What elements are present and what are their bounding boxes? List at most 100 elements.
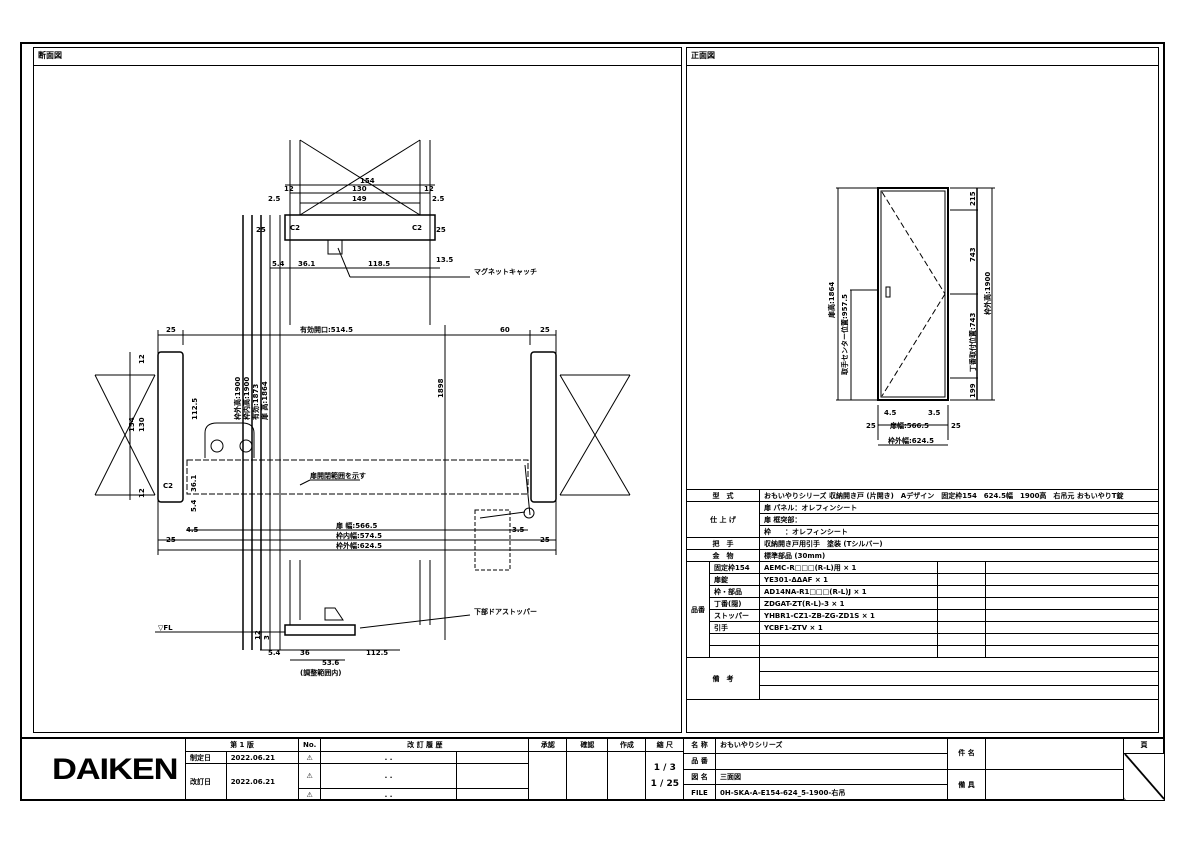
dim-112-5: 112.5	[191, 398, 199, 420]
dim-12a: 12	[284, 185, 294, 193]
dim-25: 25	[540, 536, 550, 544]
dim-door-height: 扉高:1864	[827, 282, 836, 319]
finish-label: 仕 上 げ	[686, 501, 760, 538]
parts-label: 品番	[686, 561, 710, 658]
dim-36-1: 36.1	[298, 260, 315, 268]
dim-130: 130	[138, 417, 146, 432]
door-stopper-label: 下部ドアストッパー	[474, 607, 537, 616]
part-name: 枠・部品	[709, 585, 760, 598]
part-name: 扉錠	[709, 573, 760, 586]
part-name: 引手	[709, 621, 760, 634]
dim-36-1: 36.1	[190, 475, 198, 492]
dim-215: 215	[969, 191, 977, 206]
dim-outer-height: 枠外高:1900	[233, 377, 242, 420]
history-entry: . .	[320, 763, 457, 789]
dim-25-left: 25	[166, 326, 176, 334]
dim-130: 130	[352, 185, 367, 193]
adjust-range-label: (調整範囲内)	[300, 668, 341, 677]
plan-section	[94, 330, 631, 571]
check-label: 確認	[566, 737, 609, 752]
panel-note: 扉開閉範囲を示す	[309, 471, 366, 480]
revision-icon: ⚠	[297, 763, 322, 789]
model-label: 型 式	[686, 489, 760, 502]
revision-icon: ⚠	[297, 751, 322, 764]
dim-4-5: 4.5	[884, 409, 897, 417]
spec-table: 型 式おもいやりシリーズ 収納開き戸 (片開き) Aデザイン 固定枠154 62…	[686, 489, 1159, 700]
part-code: YCBF1-ZTV × 1	[759, 621, 938, 634]
revision-icon: ⚠	[297, 788, 322, 801]
finish-value: 扉 框突部：	[759, 513, 1159, 526]
history-entry: . .	[320, 788, 457, 801]
dim-door-height: 扉 高:1864	[260, 381, 269, 421]
established-label: 制定日	[185, 751, 227, 764]
section-view-header	[33, 47, 682, 66]
revised-date: 2022.06.21	[225, 763, 300, 801]
name-value: おもいやりシリーズ	[715, 737, 948, 754]
part-code: ZDGAT-ZT(R-L)-3 × 1	[759, 597, 938, 610]
floor-level-label: ▽FL	[158, 624, 173, 632]
dim-3-5: 3.5	[928, 409, 941, 417]
dim-inner-width: 枠内幅:574.5	[336, 531, 382, 540]
part-name: 丁番(隠)	[709, 597, 760, 610]
remarks-label: 備 考	[686, 657, 760, 700]
dim-53-6: 53.6	[322, 659, 339, 667]
dim-2-5a: 2.5	[268, 195, 281, 203]
dim-25: 25	[436, 226, 446, 234]
bottom-jamb	[155, 560, 471, 661]
magnet-catch-label: マグネットキャッチ	[474, 267, 537, 276]
dim-25: 25	[166, 536, 176, 544]
dim-effective-opening: 有効開口:514.5	[300, 325, 353, 334]
dim-12b: 12	[424, 185, 434, 193]
dim-12: 12	[254, 630, 262, 640]
dim-door-width: 扉 幅:566.5	[335, 521, 378, 530]
dim-3: 3	[263, 635, 271, 640]
chamfer-label: C2	[163, 482, 173, 490]
dim-door-width: 扉幅:566.5	[889, 421, 929, 430]
dim-12: 12	[138, 354, 146, 364]
height-dimension-lines	[242, 215, 446, 650]
hardware-value: 標準部品 (30mm)	[759, 549, 1159, 562]
dim-154: 154	[360, 177, 375, 185]
handle-label: 把 手	[686, 537, 760, 550]
front-view-header	[686, 47, 1159, 66]
front-view-door	[836, 187, 995, 446]
dim-1898: 1898	[437, 378, 445, 398]
dim-25: 25	[866, 422, 876, 430]
dim-154: 154	[128, 417, 136, 432]
drawing-label: 図 名	[683, 768, 716, 786]
dim-2-5b: 2.5	[432, 195, 445, 203]
page-label: 頁	[1123, 737, 1165, 754]
dim-25: 25	[951, 422, 961, 430]
finish-value: 枠 ：オレフィンシート	[759, 525, 1159, 538]
subject-label: 件 名	[947, 737, 986, 770]
page-value	[1123, 752, 1165, 802]
top-jamb	[270, 139, 470, 325]
dim-199: 199	[969, 383, 977, 398]
part-label: 品 番	[683, 752, 716, 770]
dim-3-5: 3.5	[512, 526, 525, 534]
dim-hinge-position: 丁番取付位置:743	[968, 312, 977, 372]
handle-value: 収納開き戸用引手 塗装 (Tシルバー)	[759, 537, 1159, 550]
dim-60: 60	[500, 326, 510, 334]
dim-13-5: 13.5	[436, 256, 453, 264]
dim-118-5: 118.5	[368, 260, 390, 268]
part-name: 固定枠154	[709, 561, 760, 574]
dim-frame-height: 枠外高:1900	[983, 272, 992, 315]
dim-outer-width: 枠外幅:624.5	[336, 541, 382, 550]
dim-effective-height: 有効:1873	[251, 384, 260, 420]
name-label: 名 称	[683, 737, 716, 754]
finish-value: 扉 パネル：オレフィンシート	[759, 501, 1159, 514]
dim-inner-height: 枠内高:1900	[242, 377, 251, 420]
scale-2: 1 / 25	[650, 779, 679, 789]
file-label: FILE	[683, 784, 716, 801]
chamfer-label: C2	[412, 224, 422, 232]
part-code: YE301-ΔΔAF × 1	[759, 573, 938, 586]
part-value	[715, 752, 948, 770]
no-label: No.	[297, 737, 322, 752]
create-label: 作成	[607, 737, 647, 752]
file-value: 0H-SKA-A-E154-624_5-1900-右吊	[715, 784, 948, 801]
dim-149: 149	[352, 195, 367, 203]
dim-5-4: 5.4	[272, 260, 285, 268]
dim-4-5: 4.5	[186, 526, 199, 534]
